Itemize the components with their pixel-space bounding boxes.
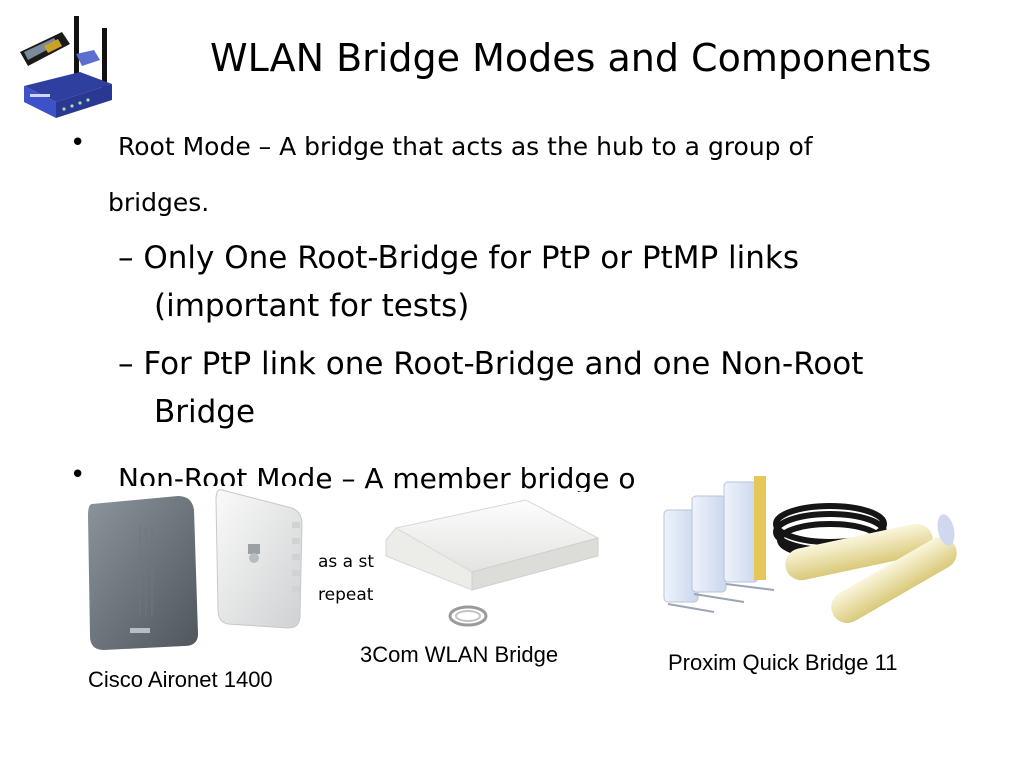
root-mode-line1: Root Mode – A bridge that acts as the hu… (118, 132, 813, 161)
cisco-aironet-device-icon (70, 486, 315, 656)
sub-bullet-1-line1: – Only One Root-Bridge for PtP or PtMP l… (118, 240, 799, 276)
root-mode-line2: bridges. (108, 188, 210, 217)
sub-bullet-1-line2: (important for tests) (154, 288, 470, 324)
caption-cisco: Cisco Aironet 1400 (88, 667, 273, 692)
partial-text-1: as a st (318, 552, 375, 572)
router-logo-icon (14, 14, 114, 126)
sub-bullet-2-line2: Bridge (154, 394, 256, 430)
proxim-bridge-device-icon (634, 466, 974, 636)
caption-3com: 3Com WLAN Bridge (360, 642, 559, 667)
sub-bullet-2-line1: – For PtP link one Root-Bridge and one N… (118, 346, 864, 382)
page-title: WLAN Bridge Modes and Components (210, 36, 932, 80)
caption-proxim: Proxim Quick Bridge 11 (668, 650, 898, 675)
threecom-bridge-device-icon (376, 492, 604, 634)
bullet-dot: • (70, 128, 86, 158)
bullet-dot: • (70, 460, 86, 490)
partial-text-2: repeat (318, 585, 374, 605)
